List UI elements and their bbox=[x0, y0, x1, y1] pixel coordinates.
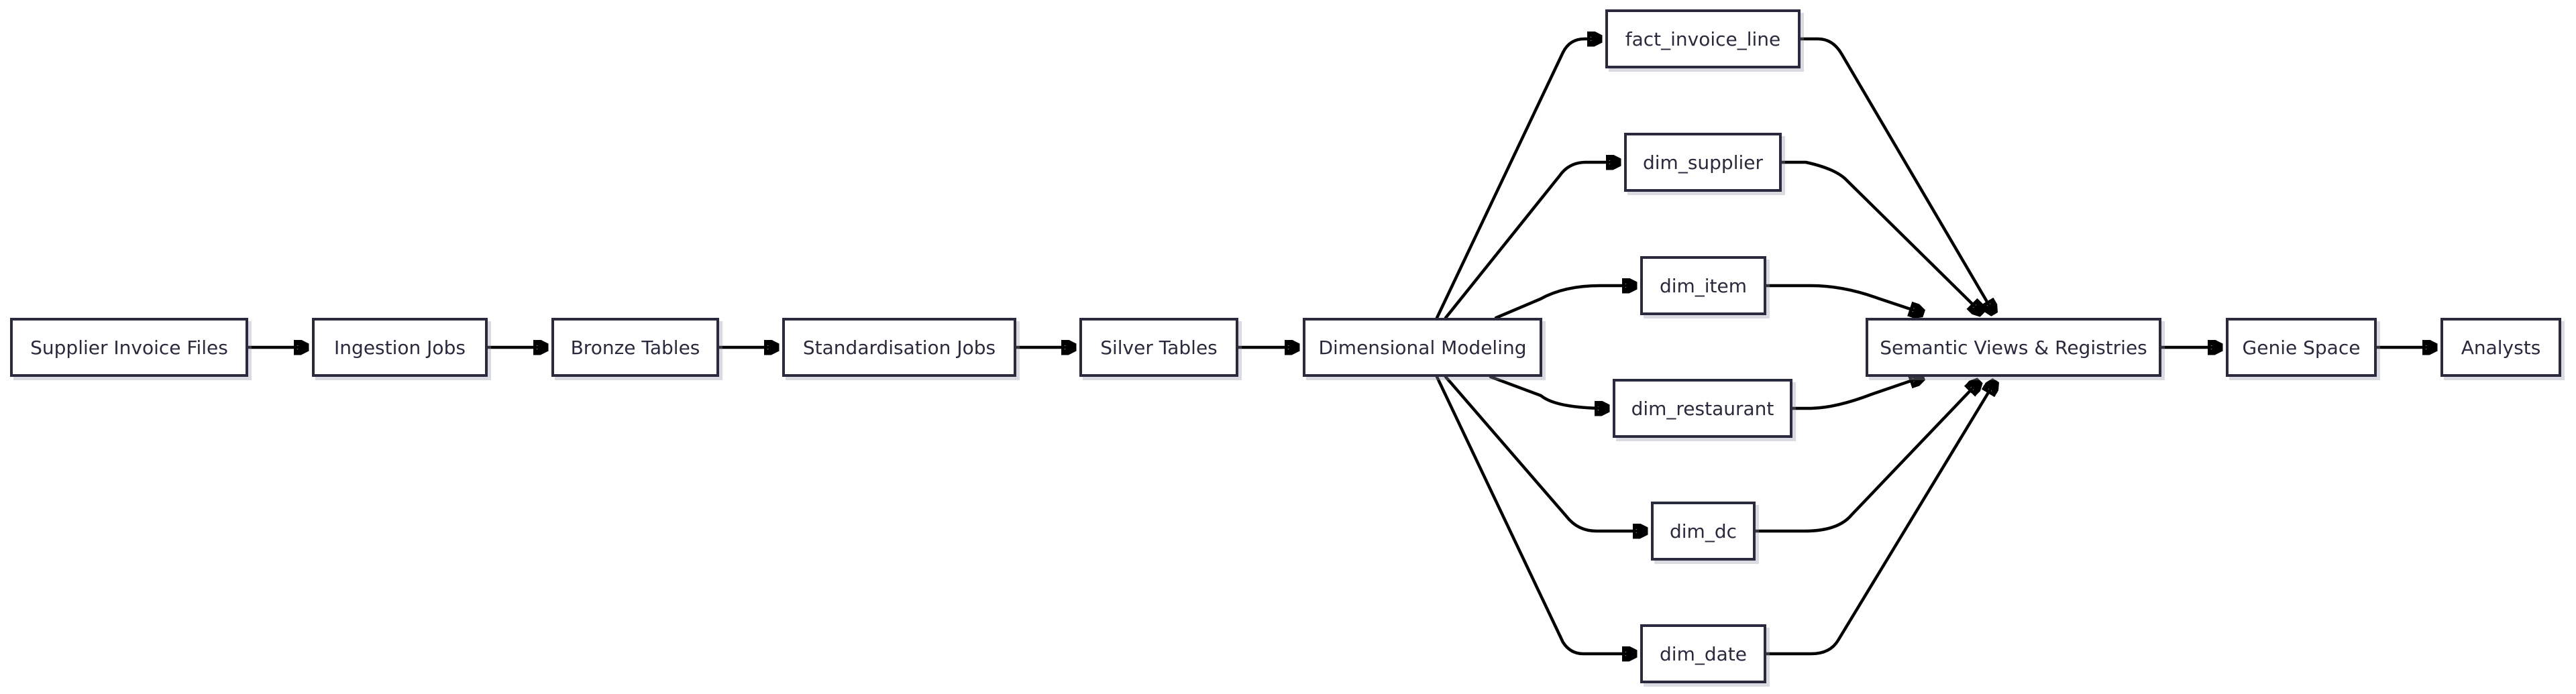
edge-dimensional-modeling-to-dim-item bbox=[1494, 286, 1638, 320]
node-dim-item[interactable]: dim_item bbox=[1640, 256, 1766, 315]
edge-dim-restaurant-to-semantic-views bbox=[1790, 377, 1923, 410]
node-semantic-views-registries[interactable]: Semantic Views & Registries bbox=[1866, 318, 2161, 377]
node-label: dim_supplier bbox=[1642, 151, 1763, 174]
node-fact-invoice-line[interactable]: fact_invoice_line bbox=[1605, 9, 1801, 68]
node-dim-restaurant[interactable]: dim_restaurant bbox=[1613, 379, 1792, 438]
node-label: fact_invoice_line bbox=[1625, 27, 1781, 50]
node-silver-tables[interactable]: Silver Tables bbox=[1079, 318, 1238, 377]
edge-dimensional-modeling-to-fact-invoice-line bbox=[1435, 39, 1603, 320]
node-label: Ingestion Jobs bbox=[334, 336, 466, 359]
node-label: dim_item bbox=[1659, 274, 1748, 297]
node-label: Standardisation Jobs bbox=[802, 336, 996, 359]
node-dim-dc[interactable]: dim_dc bbox=[1651, 502, 1756, 561]
node-supplier-invoice-files[interactable]: Supplier Invoice Files bbox=[10, 318, 248, 377]
node-label: Silver Tables bbox=[1100, 336, 1218, 359]
node-dim-date[interactable]: dim_date bbox=[1640, 624, 1766, 683]
edge-fact-invoice-line-to-semantic-views bbox=[1799, 37, 1994, 313]
edge-dimensional-modeling-to-dim-date bbox=[1435, 375, 1638, 654]
node-dimensional-modeling[interactable]: Dimensional Modeling bbox=[1303, 318, 1542, 377]
node-label: dim_dc bbox=[1670, 520, 1737, 542]
node-label: Supplier Invoice Files bbox=[30, 336, 228, 359]
node-label: Bronze Tables bbox=[570, 336, 700, 359]
node-label: Semantic Views & Registries bbox=[1880, 336, 2147, 359]
edge-dimensional-modeling-to-dim-dc bbox=[1444, 375, 1648, 531]
node-ingestion-jobs[interactable]: Ingestion Jobs bbox=[312, 318, 488, 377]
node-label: dim_date bbox=[1660, 642, 1747, 665]
node-label: Analysts bbox=[2461, 336, 2541, 359]
edge-dim-date-to-semantic-views bbox=[1764, 382, 1995, 656]
edge-dim-dc-to-semantic-views bbox=[1754, 382, 1979, 533]
node-dim-supplier[interactable]: dim_supplier bbox=[1624, 133, 1782, 192]
edge-dimensional-modeling-to-dim-restaurant bbox=[1489, 375, 1608, 408]
node-label: dim_restaurant bbox=[1631, 397, 1774, 420]
node-label: Dimensional Modeling bbox=[1318, 336, 1527, 359]
node-bronze-tables[interactable]: Bronze Tables bbox=[551, 318, 719, 377]
edge-dim-item-to-semantic-views bbox=[1764, 284, 1923, 313]
edge-dim-supplier-to-semantic-views bbox=[1780, 160, 1982, 313]
node-genie-space[interactable]: Genie Space bbox=[2226, 318, 2377, 377]
edge-dimensional-modeling-to-dim-supplier bbox=[1444, 162, 1621, 320]
node-standardisation-jobs[interactable]: Standardisation Jobs bbox=[782, 318, 1016, 377]
node-label: Genie Space bbox=[2242, 336, 2361, 359]
node-analysts[interactable]: Analysts bbox=[2440, 318, 2561, 377]
